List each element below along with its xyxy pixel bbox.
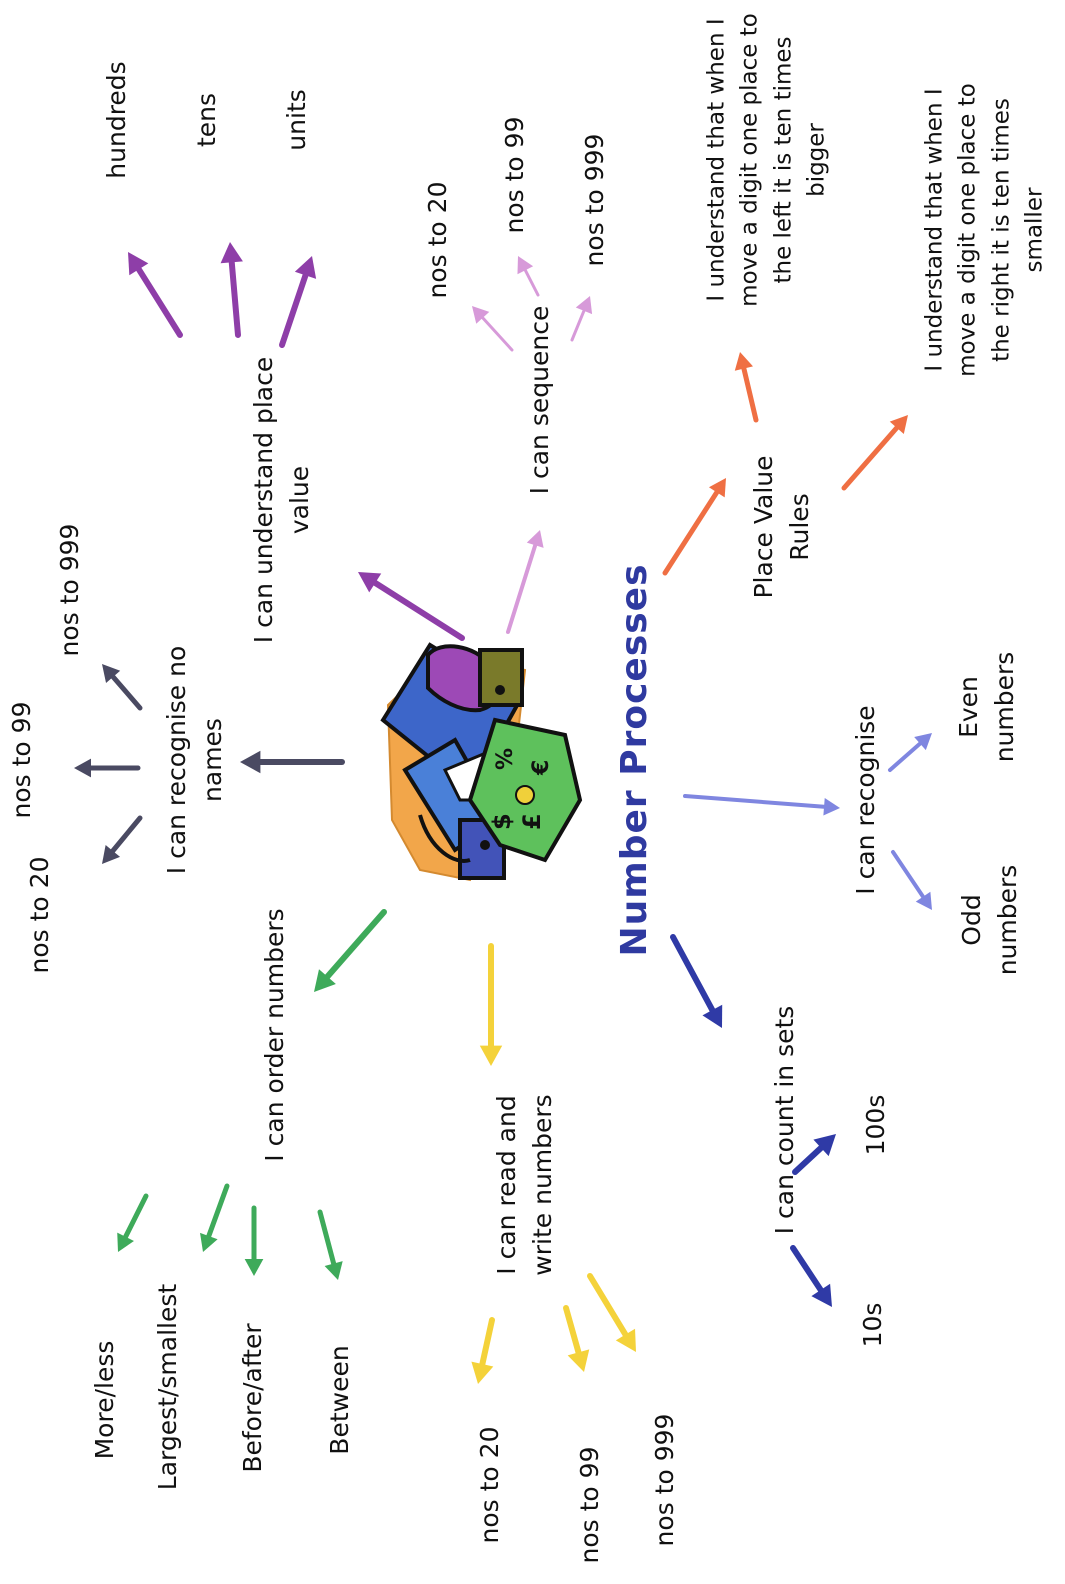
svg-text:$: $ <box>488 813 516 830</box>
leaf-odd-numbers: Odd numbers <box>956 864 1022 976</box>
leaf-readwrite-nos-to-999: nos to 999 <box>649 1413 679 1547</box>
arrow-to-hundreds <box>128 252 183 338</box>
arrow-to-seq-nos-to-20 <box>472 306 514 352</box>
arrow-to-rw-nos-to-20 <box>471 1317 495 1384</box>
branch-label-recognise: I can recognise <box>850 705 880 895</box>
leaf-units: units <box>281 89 311 151</box>
leaf-recognise-nos-to-999: nos to 999 <box>54 523 84 657</box>
branch-label-order: I can order numbers <box>259 908 289 1162</box>
arrow-to-nos-to-999 <box>102 664 143 711</box>
leaf-before-after: Before/after <box>237 1323 267 1473</box>
arrow-to-tens <box>220 242 243 338</box>
branch-label-recognise-names: I can recognise no names <box>161 645 227 875</box>
leaf-sequence-nos-to-999: nos to 999 <box>579 133 609 267</box>
arrow-to-10s <box>790 1245 832 1307</box>
arrow-to-rule-right <box>841 415 908 491</box>
arrow-to-recognise <box>683 794 840 816</box>
rule-right-ten-times-smaller: I understand that when I move a digit on… <box>921 83 1048 377</box>
arrow-to-rw-nos-to-99 <box>563 1305 590 1372</box>
arrow-to-place-value <box>358 572 465 641</box>
diagram-title: Number Processes <box>613 563 655 957</box>
svg-text:%: % <box>493 748 518 770</box>
leaf-sequence-nos-to-20: nos to 20 <box>422 181 452 299</box>
arrow-to-nos-to-99 <box>74 758 141 778</box>
arrow-to-odd <box>891 850 932 910</box>
branch-label-place-value: I can understand place value <box>248 356 314 644</box>
arrow-to-between <box>317 1209 343 1280</box>
arrow-to-sequence <box>506 530 544 634</box>
arrow-to-more-less <box>117 1193 149 1252</box>
arrow-to-rule-left <box>734 352 759 423</box>
leaf-readwrite-nos-to-20: nos to 20 <box>474 1426 504 1544</box>
rule-left-ten-times-bigger: I understand that when I move a digit on… <box>703 13 830 307</box>
arrow-to-count-sets <box>670 934 723 1028</box>
branch-label-place-value-rules: Place Value Rules <box>748 455 814 599</box>
arrow-to-nos-to-20 <box>102 815 143 864</box>
leaf-sequence-nos-to-99: nos to 99 <box>499 116 529 234</box>
arrow-to-read-write <box>479 943 503 1066</box>
branch-label-sequence: I can sequence <box>524 305 554 495</box>
green-money-card: % € $ £ <box>467 717 583 863</box>
arrow-to-recognise-names <box>240 750 345 774</box>
arrow-to-rw-nos-to-999 <box>587 1273 636 1352</box>
arrow-to-order <box>314 909 387 992</box>
purple-hand <box>426 644 524 713</box>
leaf-largest-smallest: Largest/smallest <box>152 1283 182 1491</box>
leaf-even-numbers: Even numbers <box>953 651 1019 763</box>
leaf-hundreds: hundreds <box>101 61 131 179</box>
leaf-more-less: More/less <box>89 1340 119 1460</box>
branch-label-read-write: I can read and write numbers <box>491 1094 557 1276</box>
leaf-10s: 10s <box>857 1302 887 1348</box>
arrow-to-100s <box>792 1134 836 1175</box>
hand-outline <box>418 685 505 863</box>
arrow-to-units <box>279 256 317 348</box>
branch-label-count-sets: I can count in sets <box>769 1005 799 1235</box>
arrow-to-seq-nos-to-999 <box>570 296 593 342</box>
leaf-recognise-nos-to-99: nos to 99 <box>6 701 36 819</box>
leaf-between: Between <box>324 1345 354 1455</box>
leaf-readwrite-nos-to-99: nos to 99 <box>574 1446 604 1564</box>
leaf-tens: tens <box>191 92 221 148</box>
leaf-100s: 100s <box>860 1094 890 1156</box>
arrow-to-seq-nos-to-99 <box>517 256 540 297</box>
arrow-to-before-after <box>244 1205 264 1276</box>
svg-text:€: € <box>529 760 554 776</box>
leaf-recognise-nos-to-20: nos to 20 <box>24 856 54 974</box>
arrow-to-even <box>888 733 932 772</box>
arrow-to-largest-smallest <box>200 1183 230 1252</box>
arrow-to-place-value-rules <box>662 478 726 576</box>
svg-text:£: £ <box>518 813 546 830</box>
